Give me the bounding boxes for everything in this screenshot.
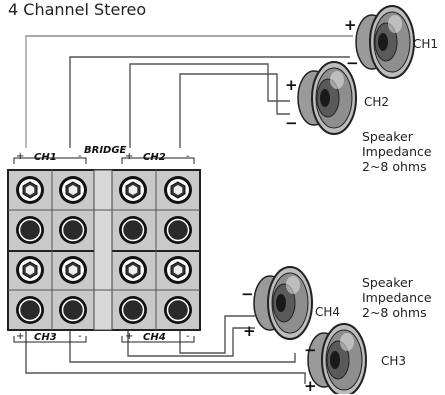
- amplifier-terminal-block: [7, 169, 201, 331]
- ch2-plus-terminal: [118, 175, 148, 205]
- ch4-minus-terminal: [163, 295, 193, 325]
- speaker-ch3-minus: −: [304, 341, 317, 359]
- terminal-r2c4: [163, 215, 193, 245]
- impedance-top-line3: 2~8 ohms: [362, 159, 427, 174]
- speaker-ch4-plus: +: [243, 322, 256, 340]
- speaker-ch3: [307, 323, 367, 394]
- ch2-minus-sign: -: [186, 151, 190, 162]
- ch3-plus-terminal: [15, 295, 45, 325]
- impedance-bottom-line1: Speaker: [362, 275, 413, 290]
- speaker-ch2-minus: −: [285, 114, 298, 132]
- speaker-ch1-label: CH1: [413, 37, 439, 51]
- speaker-ch3-label: CH3: [381, 354, 407, 368]
- ch3-label: CH3: [34, 332, 57, 343]
- speaker-ch4: [253, 266, 313, 340]
- ch4-bracket: [121, 336, 195, 343]
- speaker-ch1-minus: −: [346, 54, 359, 72]
- speaker-ch4-minus: −: [241, 285, 254, 303]
- ch3-bracket: [13, 336, 87, 343]
- speaker-ch1-plus: +: [344, 16, 357, 34]
- speaker-ch2: [297, 61, 357, 135]
- impedance-top-line1: Speaker: [362, 129, 413, 144]
- terminal-r3c2: [58, 255, 88, 285]
- ch1-label: CH1: [34, 152, 57, 163]
- terminal-r3c3: [118, 255, 148, 285]
- ch1-bracket: [13, 157, 87, 164]
- ch2-plus-sign: +: [125, 151, 134, 162]
- terminal-r2c3: [118, 215, 148, 245]
- wire-ch4-minus: [179, 315, 255, 354]
- ch2-bracket: [121, 157, 195, 164]
- speaker-ch1: [355, 5, 415, 79]
- ch1-minus-sign: -: [78, 151, 82, 162]
- speaker-wires: [25, 35, 353, 384]
- terminal-r2c2: [58, 215, 88, 245]
- ch2-label: CH2: [143, 152, 166, 163]
- impedance-note-top: Speaker Impedance 2~8 ohms: [362, 129, 432, 174]
- wire-ch2-plus: [129, 63, 290, 148]
- wire-ch3-minus: [69, 330, 296, 363]
- ch1-plus-sign: +: [16, 151, 25, 162]
- impedance-bottom-line2: Impedance: [362, 290, 432, 305]
- ch4-plus-sign: +: [125, 331, 134, 342]
- wire-ch3-plus: [25, 330, 306, 384]
- terminal-r2c1: [15, 215, 45, 245]
- ch3-plus-sign: +: [16, 331, 25, 342]
- speaker-ch4-label: CH4: [315, 305, 341, 319]
- impedance-bottom-line3: 2~8 ohms: [362, 305, 427, 320]
- speaker-ch2-label: CH2: [364, 95, 390, 109]
- terminal-r3c1: [15, 255, 45, 285]
- ch3-minus-sign: -: [78, 331, 82, 342]
- ch4-minus-sign: -: [186, 331, 190, 342]
- ch3-minus-terminal: [58, 295, 88, 325]
- speaker-ch3-plus: +: [304, 377, 317, 395]
- wire-ch1-minus: [69, 56, 350, 148]
- ch4-label: CH4: [143, 332, 166, 343]
- terminal-r3c4: [163, 255, 193, 285]
- impedance-top-line2: Impedance: [362, 144, 432, 159]
- ch1-plus-terminal: [15, 175, 45, 205]
- impedance-note-bottom: Speaker Impedance 2~8 ohms: [362, 275, 432, 320]
- bridge-label: BRIDGE: [84, 145, 127, 156]
- ch4-plus-terminal: [118, 295, 148, 325]
- wire-ch2-minus: [179, 73, 290, 148]
- diagram-title: 4 Channel Stereo: [8, 0, 147, 19]
- wire-ch4-plus: [127, 327, 255, 357]
- ch2-minus-terminal: [163, 175, 193, 205]
- ch1-minus-terminal: [58, 175, 88, 205]
- speaker-ch2-plus: +: [285, 76, 298, 94]
